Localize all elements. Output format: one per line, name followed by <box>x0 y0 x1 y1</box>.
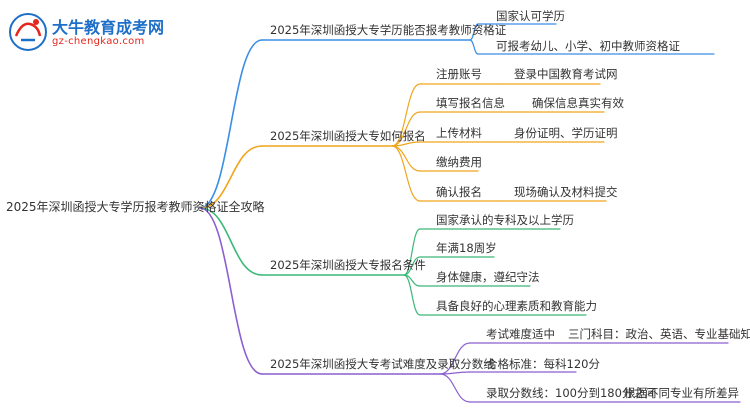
logo-url: gz-chengkao.com <box>52 36 145 47</box>
node-pay-fee: 缴纳费用 <box>436 155 482 169</box>
connector-branch-1-leaf-0 <box>391 83 421 147</box>
node-req-age: 年满18周岁 <box>436 241 497 255</box>
branch-requirements: 2025年深圳函授大专报名条件 <box>270 258 426 272</box>
connector-branch-2-leaf-3 <box>403 274 421 316</box>
node-req-ability: 具备良好的心理素质和教育能力 <box>436 299 597 313</box>
connector-root-branch-1 <box>199 145 263 209</box>
connector-branch-1-leaf-3 <box>391 145 421 172</box>
node-req-health: 身体健康，遵纪守法 <box>436 270 540 284</box>
node-recognized-degree: 国家认可学历 <box>496 9 565 23</box>
node-upload-materials: 上传材料 <box>436 126 482 140</box>
site-logo[interactable]: 大牛教育成考网 gz-chengkao.com <box>8 12 168 54</box>
node-confirm-detail: 现场确认及材料提交 <box>514 185 618 199</box>
node-admission-score: 录取分数线：100分到180分之间 <box>486 386 657 400</box>
node-register-account-detail: 登录中国教育考试网 <box>514 67 618 81</box>
connector-root-branch-3 <box>199 207 263 375</box>
connector-root-branch-2 <box>199 207 263 276</box>
connector-branch-3-leaf-2 <box>439 373 471 403</box>
logo-emblem-icon <box>9 13 47 51</box>
branch-difficulty: 2025年深圳函授大专考试难度及录取分数线 <box>270 357 495 371</box>
connector-branch-2-leaf-1 <box>403 256 421 276</box>
root-topic: 2025年深圳函授大专学历报考教师资格证全攻略 <box>6 200 265 214</box>
connector-root-branch-0 <box>199 39 263 209</box>
node-fill-info-detail: 确保信息真实有效 <box>532 96 624 110</box>
branch-registration: 2025年深圳函授大专如何报名 <box>270 129 426 143</box>
logo-name: 大牛教育成考网 <box>52 18 165 37</box>
connector-branch-1-leaf-1 <box>391 111 421 147</box>
connector-branch-1-leaf-4 <box>391 145 421 202</box>
node-confirm: 确认报名 <box>436 185 482 199</box>
connector-branch-0-leaf-0 <box>469 23 479 41</box>
connector-branch-0-leaf-1 <box>469 39 479 55</box>
node-admission-score-detail: 根据不同专业有所差异 <box>624 386 739 400</box>
node-difficulty-detail: 三门科目：政治、英语、专业基础知识 <box>568 327 750 341</box>
connector-branch-2-leaf-0 <box>403 228 421 276</box>
node-pass-standard: 合格标准：每科120分 <box>486 357 600 371</box>
connector-branch-3-leaf-0 <box>439 342 471 375</box>
node-req-degree: 国家承认的专科及以上学历 <box>436 213 574 227</box>
node-upload-materials-detail: 身份证明、学历证明 <box>514 126 618 140</box>
node-register-account: 注册账号 <box>436 67 482 81</box>
node-difficulty: 考试难度适中 <box>486 327 555 341</box>
node-eligible-levels: 可报考幼儿、小学、初中教师资格证 <box>496 39 680 53</box>
node-fill-info: 填写报名信息 <box>436 96 505 110</box>
branch-eligibility: 2025年深圳函授大专学历能否报考教师资格证 <box>270 23 507 37</box>
